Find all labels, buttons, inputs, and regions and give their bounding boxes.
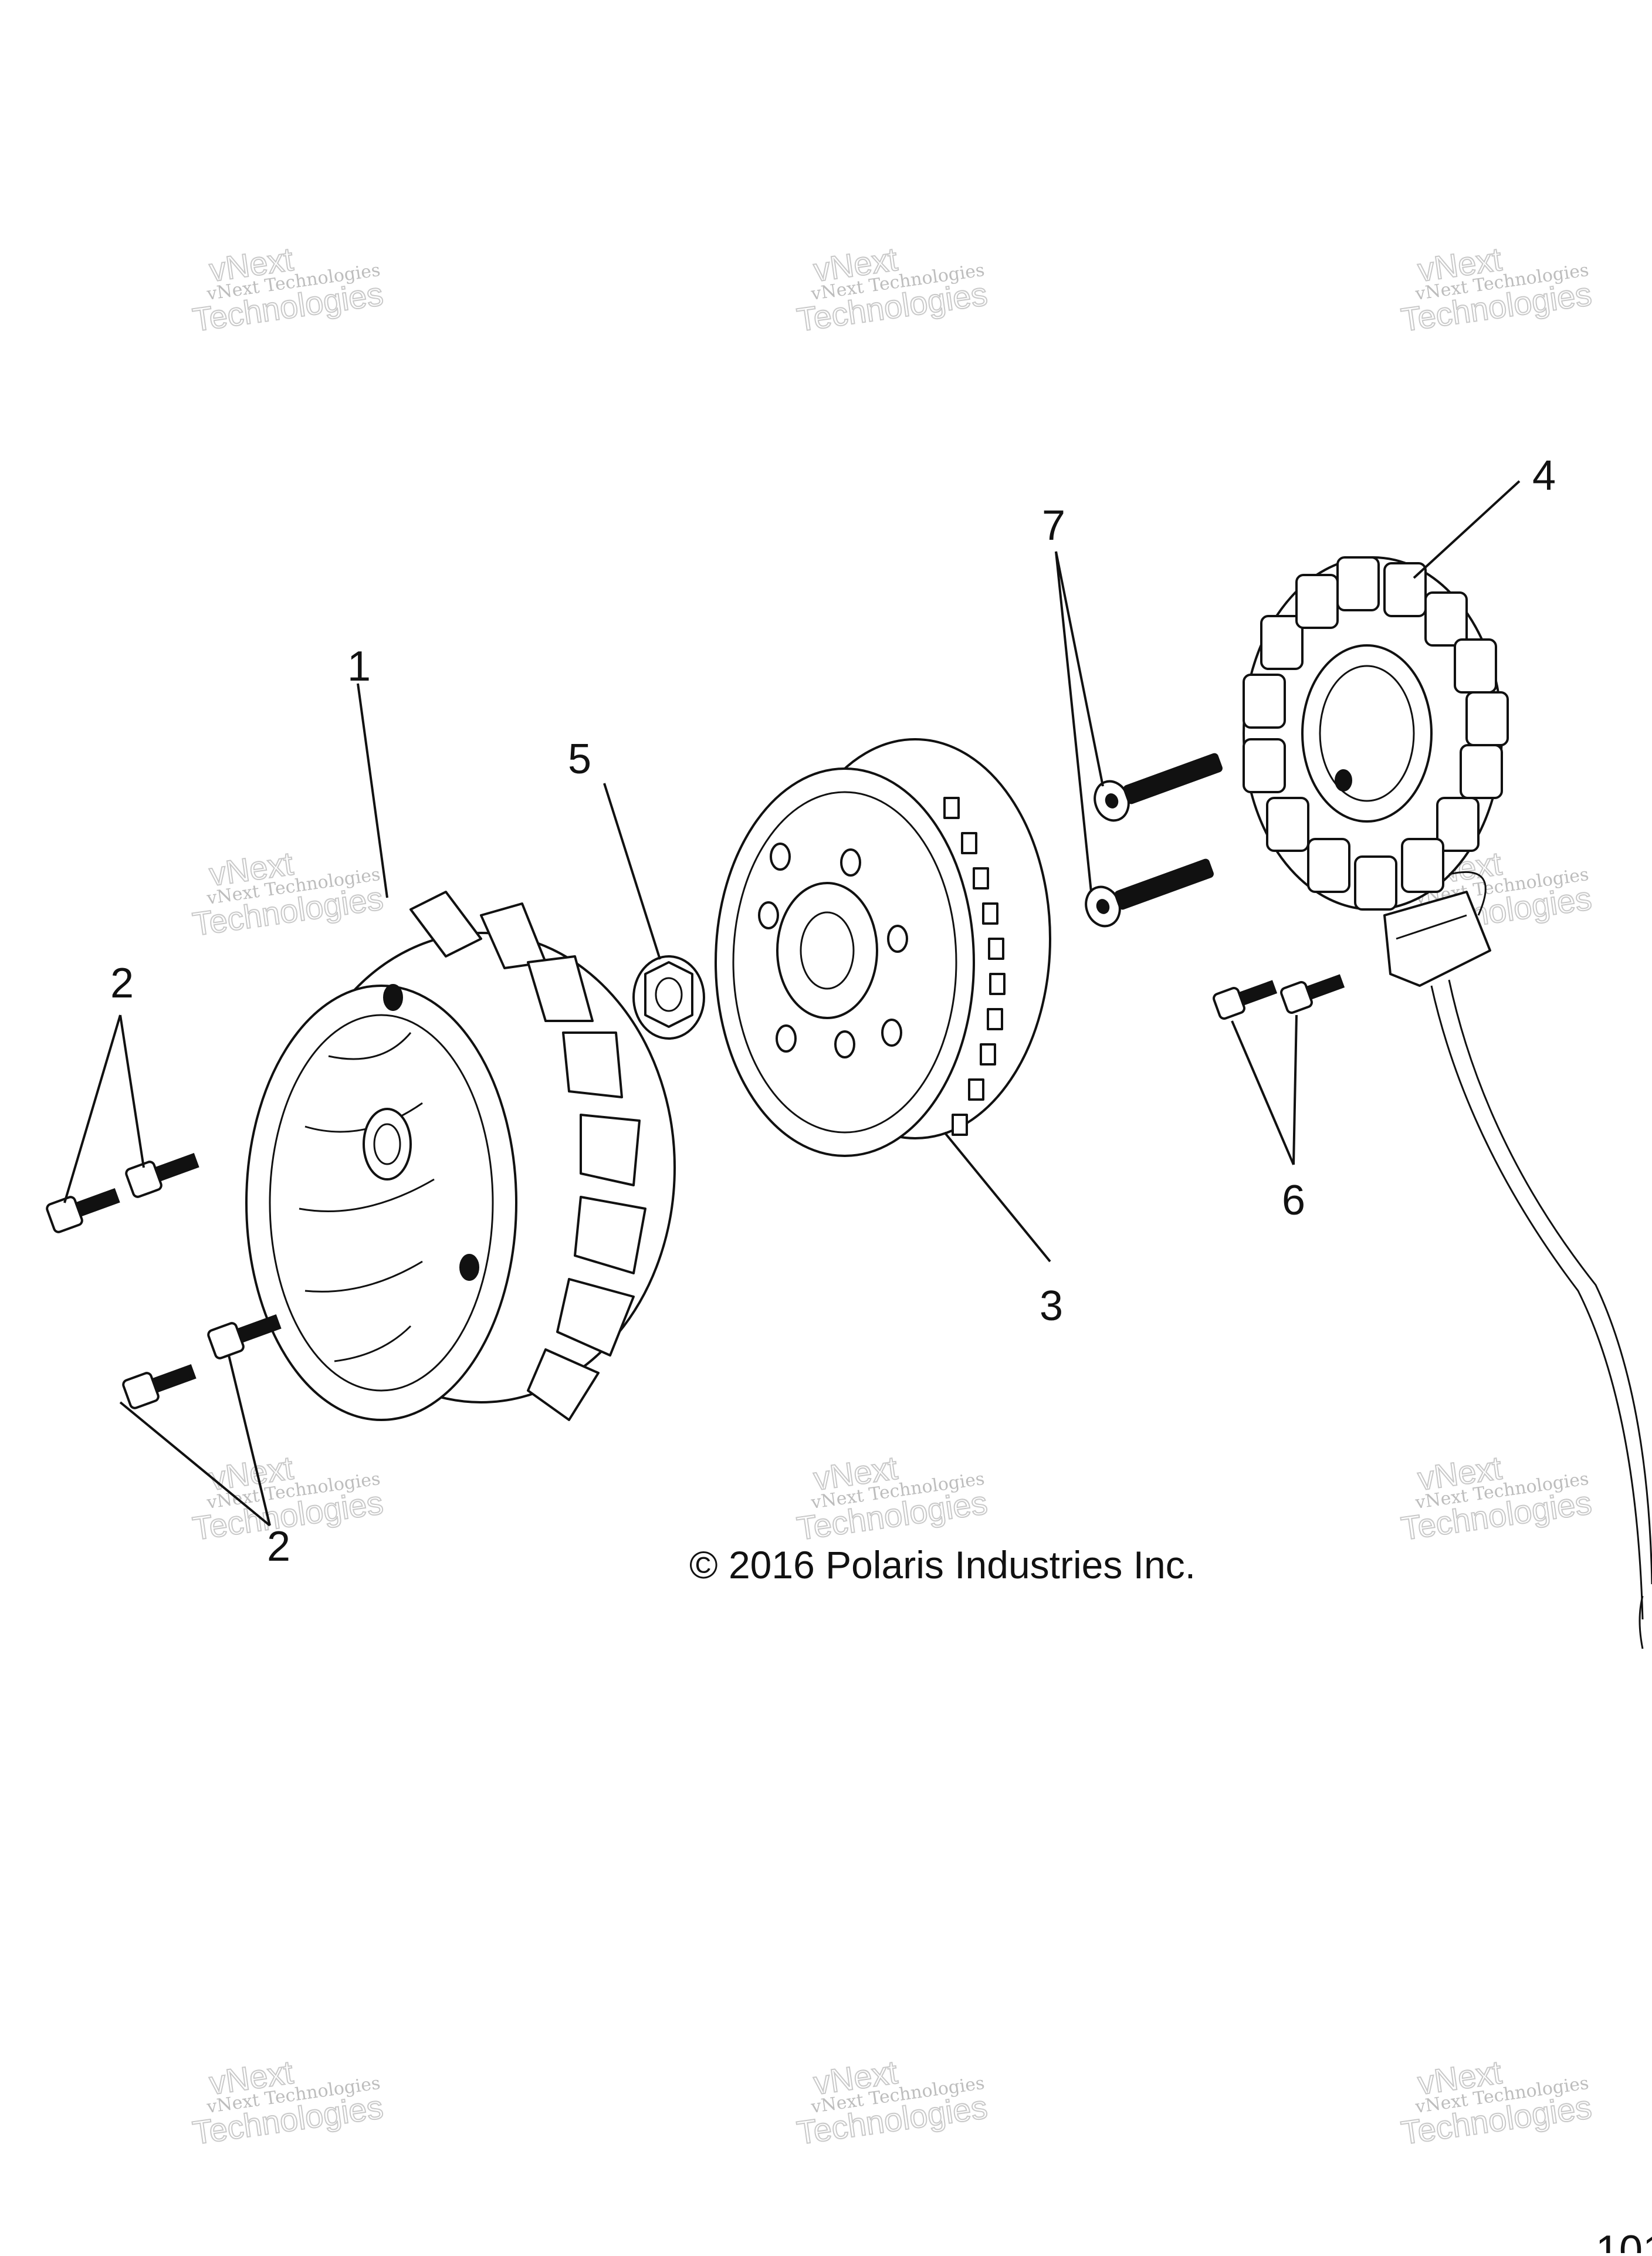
callouts: 1 2 2 3 4 5 6 7 (110, 452, 1556, 1570)
copyright-text: © 2016 Polaris Industries Inc. (689, 1543, 1196, 1587)
flywheel-fan-part (245, 891, 676, 1421)
leader-line (943, 1131, 1051, 1263)
callout-label: 7 (1042, 502, 1065, 549)
watermark: vNext vNext Technologies Technologies (1398, 1449, 1594, 1548)
bolt-part (1213, 974, 1345, 1020)
watermark: vNext vNext Technologies Technologies (1398, 240, 1594, 339)
leader-line (1055, 551, 1092, 892)
callout-label: 4 (1532, 452, 1556, 499)
watermark: vNext vNext Technologies Technologies (794, 2053, 990, 2152)
leader-line (1231, 1020, 1295, 1165)
watermark: vNext vNext Technologies Technologies (794, 1449, 990, 1548)
leader-line (1055, 551, 1104, 787)
watermark: vNext vNext Technologies Technologies (189, 844, 385, 943)
watermark: vNext vNext Technologies Technologies (1398, 2053, 1594, 2152)
leader-lines (63, 480, 1521, 1527)
leader-line (1292, 1014, 1298, 1165)
leader-line (119, 1401, 271, 1527)
callout-label: 5 (568, 736, 591, 783)
socket-screw-part (1085, 753, 1223, 928)
bolt-part (46, 1152, 282, 1409)
leader-line (228, 1355, 271, 1526)
callout-label: 3 (1040, 1283, 1063, 1330)
leader-line (603, 783, 661, 960)
callout-label: 6 (1282, 1177, 1305, 1224)
watermark: vNext vNext Technologies Technologies (189, 240, 385, 339)
callout-label: 2 (110, 960, 134, 1007)
page-number: 101 (1596, 2227, 1652, 2253)
watermark: vNext vNext Technologies Technologies (794, 240, 990, 339)
callout-label: 2 (267, 1523, 290, 1570)
nut-part (632, 955, 705, 1040)
leader-line (119, 1014, 145, 1168)
stator-part (1243, 556, 1652, 1649)
leader-line (63, 1014, 121, 1203)
watermark: vNext vNext Technologies Technologies (189, 2053, 385, 2152)
callout-label: 1 (347, 643, 371, 690)
leader-line (1413, 480, 1521, 579)
flywheel-part (715, 738, 1051, 1157)
leader-line (357, 683, 388, 898)
